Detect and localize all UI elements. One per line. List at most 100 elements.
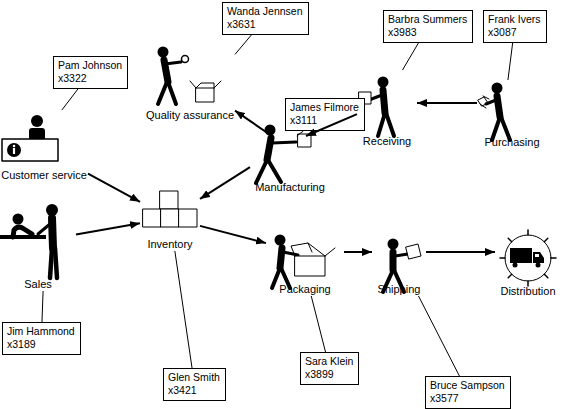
stacked-boxes (143, 191, 197, 227)
person-name: Sara Klein (305, 355, 353, 368)
flow-arrow (426, 251, 495, 253)
phone-extension: x3899 (305, 368, 353, 381)
person-name: Wanda Jennsen (227, 5, 303, 18)
packaging-worker (272, 268, 280, 288)
leader-line (235, 35, 251, 54)
sales-counter (0, 204, 58, 278)
flow-arrow (344, 251, 372, 253)
qa-worker (158, 82, 167, 104)
shipping-worker (406, 244, 421, 259)
qa-worker (165, 62, 181, 64)
manufacturing-worker (265, 125, 276, 136)
manufacturing-worker (298, 134, 311, 147)
department-node: Manufacturing (250, 136, 330, 194)
department-label: Packaging (256, 283, 354, 296)
packaging-worker (295, 256, 325, 276)
department-node: Inventory (140, 188, 200, 251)
phone-extension: x3983 (388, 26, 467, 39)
flow-arrow (235, 111, 272, 136)
department-label: Purchasing (467, 136, 557, 149)
qa-worker (158, 47, 169, 58)
qa-worker (182, 56, 189, 63)
person-name: Glen Smith (168, 371, 220, 384)
flow-arrow (417, 102, 477, 104)
department-label: Sales (0, 278, 86, 291)
packaging-worker (283, 252, 298, 255)
department-node: Sales (0, 205, 76, 291)
department-label: Customer service (0, 169, 98, 182)
department-node: Customer service (0, 110, 88, 182)
service-desk (13, 145, 16, 148)
shipping-worker (388, 239, 399, 250)
contact-callout: Jim Hammondx3189 (2, 322, 81, 355)
flow-arrow (88, 174, 140, 202)
person-name: James Filmore (290, 101, 359, 114)
leader-line (402, 43, 418, 70)
department-node: Quality assurance (145, 42, 235, 122)
sales-counter (38, 224, 50, 234)
leader-line (42, 291, 43, 322)
flow-arrow (306, 114, 357, 136)
department-label: Receiving (347, 135, 427, 148)
manufacturing-worker (256, 160, 267, 183)
manufacturing-worker (267, 138, 271, 160)
stacked-boxes (179, 209, 197, 227)
leader-line (419, 296, 460, 376)
phone-extension: x3189 (7, 338, 75, 351)
packaging-worker (272, 235, 335, 289)
phone-extension: x3111 (290, 114, 359, 127)
department-node: Receiving (357, 70, 417, 148)
leader-line (62, 89, 78, 110)
receiving-worker (383, 90, 385, 113)
receiving-worker (378, 77, 389, 88)
contact-callout: Sara Kleinx3899 (300, 352, 359, 385)
flow-arrow (200, 167, 250, 199)
department-label: Quality assurance (135, 109, 245, 122)
packaging-worker (291, 243, 335, 256)
receiving-worker (378, 113, 385, 136)
service-desk (31, 115, 43, 127)
stacked-boxes (143, 209, 161, 227)
distribution-truck (533, 252, 544, 263)
manufacturing-worker (268, 160, 281, 182)
sales-counter (52, 218, 53, 248)
contact-callout: Frank Iversx3087 (483, 10, 547, 43)
person-name: Pam Johnson (58, 59, 122, 72)
person-name: Bruce Sampson (430, 379, 505, 392)
qa-worker (158, 47, 189, 105)
service-desk (2, 139, 58, 161)
department-label: Manufacturing (240, 181, 340, 194)
service-desk (2, 115, 58, 161)
purchasing-worker (492, 83, 503, 94)
packaging-worker (280, 248, 282, 268)
phone-extension: x3577 (430, 392, 505, 405)
purchasing-worker (497, 96, 500, 117)
sales-counter (13, 214, 24, 225)
contact-callout: Pam Johnsonx3322 (53, 56, 128, 89)
sales-counter (0, 235, 46, 239)
manufacturing-worker (272, 142, 296, 143)
distribution-truck (536, 263, 541, 268)
flow-arrow (76, 223, 140, 234)
contact-callout: Wanda Jennsenx3631 (222, 2, 309, 35)
sales-counter (50, 248, 52, 278)
distribution-truck (535, 254, 539, 257)
stacked-boxes (161, 209, 179, 227)
distribution-truck (500, 230, 556, 286)
contact-callout: James Filmorex3111 (285, 98, 365, 131)
contact-callout: Barbra Summersx3983 (383, 10, 473, 43)
open-box (190, 81, 221, 88)
phone-extension: x3322 (58, 72, 122, 85)
phone-extension: x3421 (168, 384, 220, 397)
open-box (190, 81, 221, 102)
service-desk (13, 148, 15, 154)
manufacturing-worker (256, 125, 311, 184)
distribution-truck (500, 230, 556, 286)
receiving-worker (386, 113, 394, 136)
contact-callout: Bruce Sampsonx3577 (425, 376, 511, 409)
flow-arrow (200, 226, 266, 243)
department-node: Packaging (266, 228, 344, 296)
distribution-truck (510, 248, 532, 263)
